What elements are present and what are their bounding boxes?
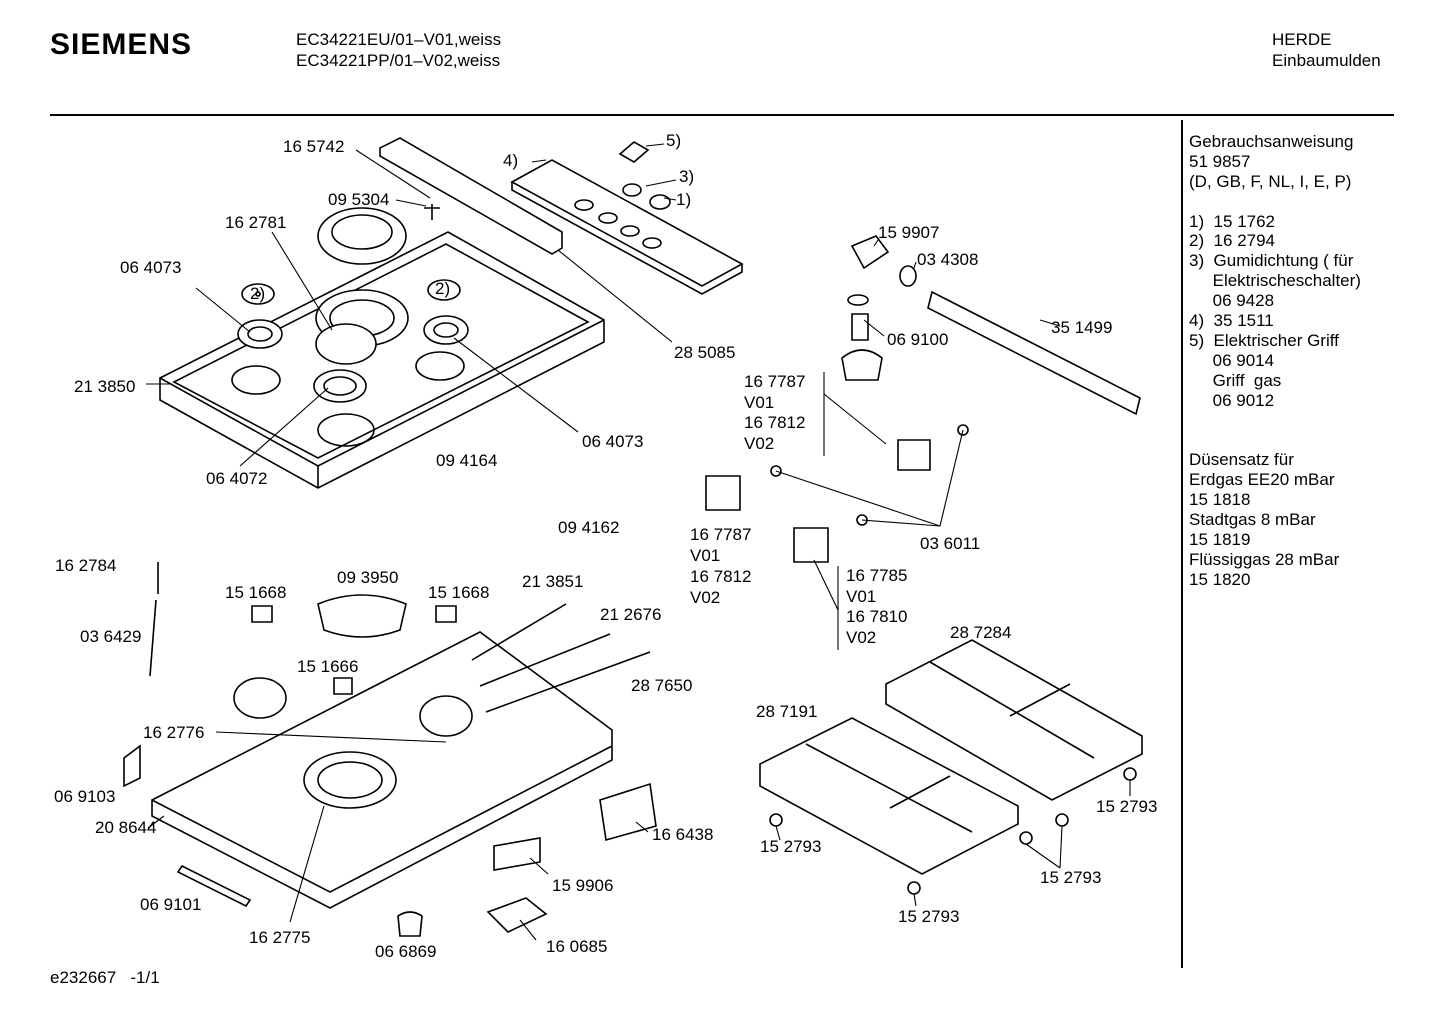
- part-label: 35 1499: [1051, 318, 1113, 337]
- sidebar-line: 15 1818: [1189, 490, 1251, 510]
- part-label: 21 3851: [522, 572, 584, 591]
- sidebar-line: 15 1819: [1189, 529, 1251, 549]
- category-line-2: Einbaumulden: [1272, 51, 1381, 70]
- part-label: 15 2793: [898, 907, 960, 926]
- sidebar-line: Griff gas: [1189, 370, 1282, 390]
- document-id: e232667 -1/1: [50, 968, 160, 987]
- variant-label: V01: [690, 546, 721, 565]
- part-label: 16 2781: [225, 213, 287, 232]
- part-label: 16 0685: [546, 937, 608, 956]
- part-label: 15 2793: [1096, 797, 1158, 816]
- part-label: 09 5304: [328, 190, 390, 209]
- part-label: 28 5085: [674, 343, 736, 362]
- part-label: 06 4073: [120, 258, 182, 277]
- part-label: 15 9907: [878, 223, 940, 242]
- sidebar-line: Flüssiggas 28 mBar: [1189, 549, 1340, 569]
- part-label: 06 9100: [887, 330, 949, 349]
- gas-valves: [705, 235, 1141, 563]
- part-label: 28 7650: [631, 676, 693, 695]
- part-label: 15 2793: [760, 837, 822, 856]
- model-line-1: EC34221EU/01–V01,weiss: [296, 30, 502, 49]
- variant-label: V01: [846, 587, 877, 606]
- part-label: 28 7191: [756, 702, 818, 721]
- part-label: 16 7787: [744, 372, 806, 391]
- part-label: 16 7812: [690, 567, 752, 586]
- part-label: 06 6869: [375, 942, 437, 961]
- part-label: 06 4073: [582, 432, 644, 451]
- part-label: 20 8644: [95, 818, 157, 837]
- part-label: 16 2784: [55, 556, 117, 575]
- sidebar-line: Elektrischeschalter): [1189, 271, 1361, 291]
- part-label: 03 4308: [917, 250, 979, 269]
- sidebar-line: 15 1820: [1189, 569, 1251, 589]
- sidebar-line: 51 9857: [1189, 151, 1251, 171]
- header-divider: [50, 114, 1394, 116]
- part-label: 09 4164: [436, 451, 498, 470]
- part-label: 15 9906: [552, 876, 614, 895]
- part-label: 16 7787: [690, 525, 752, 544]
- part-label: 16 6438: [652, 825, 714, 844]
- part-label: 16 2776: [143, 723, 205, 742]
- part-label: 06 9103: [54, 787, 116, 806]
- part-label: 06 4072: [206, 469, 268, 488]
- model-line-2: EC34221PP/01–V02,weiss: [296, 51, 501, 70]
- part-label: 16 2775: [249, 928, 311, 947]
- variant-label: V02: [690, 588, 721, 607]
- part-label: 03 6429: [80, 627, 142, 646]
- variant-label: V02: [744, 434, 775, 453]
- sidebar-line: 06 9014: [1189, 350, 1275, 370]
- part-label: 16 7812: [744, 413, 806, 432]
- brand-logo: SIEMENS: [50, 28, 193, 61]
- sidebar-line: 5) Elektrischer Griff: [1189, 330, 1339, 350]
- hob-top-plate: [159, 231, 605, 489]
- variant-label: V01: [744, 393, 775, 412]
- part-label: 09 4162: [558, 518, 620, 537]
- sidebar-line: (D, GB, F, NL, I, E, P): [1189, 171, 1352, 191]
- sidebar-line: 1) 15 1762: [1189, 211, 1276, 231]
- note-ref: 2): [435, 279, 451, 298]
- sidebar-line: Stadtgas 8 mBar: [1189, 509, 1316, 529]
- sidebar-line: 06 9012: [1189, 390, 1275, 410]
- note-ref: 5): [666, 131, 682, 150]
- variant-label: V02: [846, 628, 877, 647]
- sidebar-notes: Gebrauchsanweisung 51 9857 (D, GB, F, NL…: [1189, 132, 1439, 589]
- leader-lines: [146, 143, 1131, 941]
- part-label: 16 7810: [846, 607, 908, 626]
- sidebar-line: 2) 16 2794: [1189, 231, 1276, 251]
- part-label: 21 3850: [74, 377, 136, 396]
- part-label: 06 9101: [140, 895, 202, 914]
- sidebar-divider: [1181, 120, 1183, 968]
- category-line-1: HERDE: [1272, 30, 1332, 49]
- hob-bottom-tray: [123, 562, 657, 937]
- sidebar-line: 3) Gumidichtung ( für: [1189, 251, 1354, 271]
- sidebar-line: 06 9428: [1189, 291, 1275, 311]
- part-label: 15 1668: [225, 583, 287, 602]
- part-label: 28 7284: [950, 623, 1012, 642]
- note-ref: 1): [676, 190, 692, 209]
- part-label: 16 5742: [283, 137, 345, 156]
- part-label: 15 2793: [1040, 868, 1102, 887]
- control-panel-strip: [379, 137, 744, 295]
- note-ref: 2): [250, 284, 266, 303]
- note-ref: 4): [503, 151, 519, 170]
- part-label: 09 3950: [337, 568, 399, 587]
- part-label: 16 7785: [846, 566, 908, 585]
- part-label: 15 1666: [297, 657, 359, 676]
- part-label: 03 6011: [920, 534, 981, 553]
- burner-rings: [231, 207, 469, 447]
- part-label: 15 1668: [428, 583, 490, 602]
- part-label: 21 2676: [600, 605, 662, 624]
- sidebar-line: Düsensatz für: [1189, 450, 1294, 470]
- sidebar-line: Erdgas EE20 mBar: [1189, 470, 1335, 490]
- sidebar-line: 4) 35 1511: [1189, 311, 1274, 331]
- sidebar-line: Gebrauchsanweisung: [1189, 132, 1354, 151]
- pan-supports: [759, 639, 1143, 895]
- note-ref: 3): [679, 167, 695, 186]
